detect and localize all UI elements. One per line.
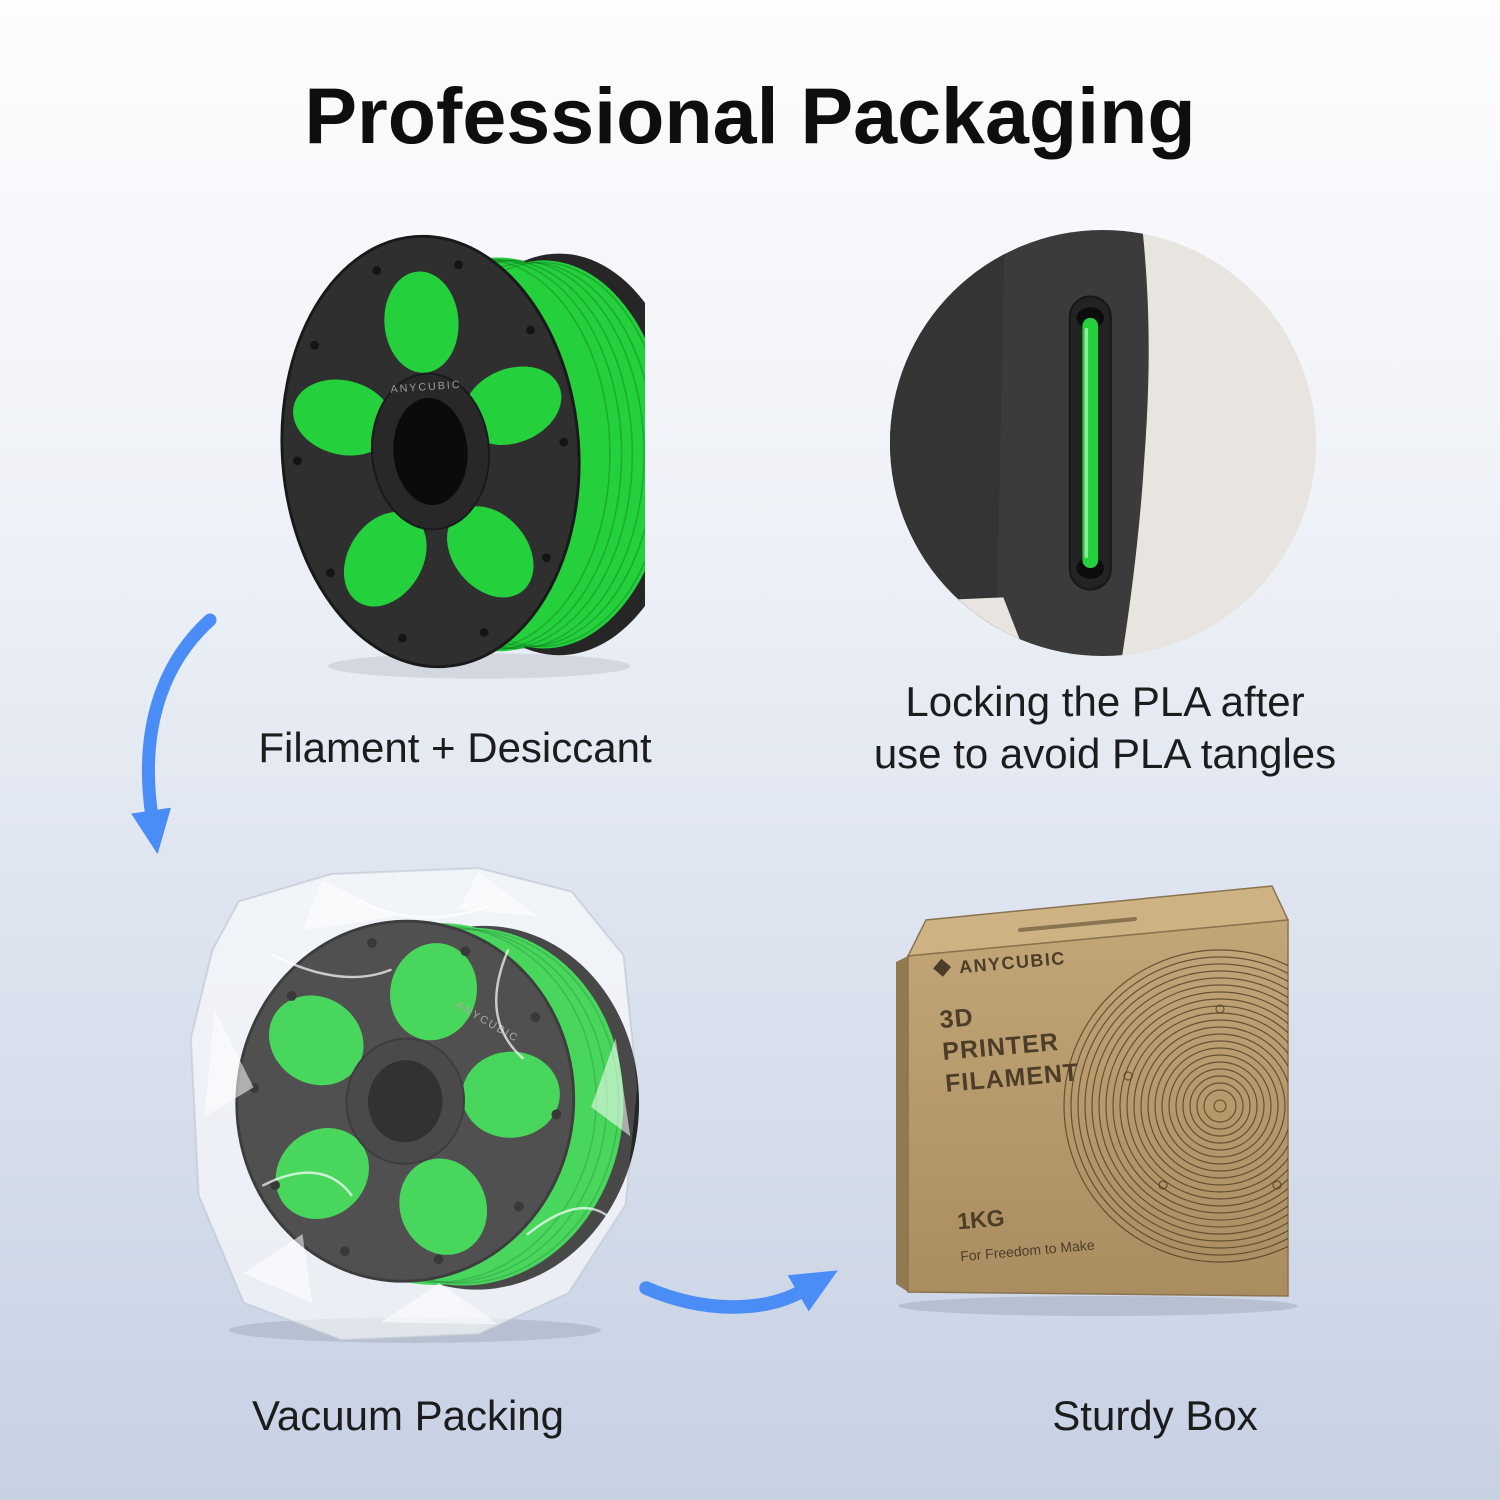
plastic-crinkles [262,900,608,1236]
flange-bolt-holes [292,260,569,643]
plastic-folds [204,872,631,1325]
pla-lock-closeup-image [888,228,1318,658]
sturdy-box-icon: ANYCUBIC 3D PRINTER FILAMENT 1KG For Fre… [896,885,1298,1316]
box-weight-text: 1KG [956,1204,1005,1234]
vacuum-packed-spool-image: ANYCUBIC [185,862,645,1347]
box-shadow [898,1296,1298,1316]
spool-center-hole [393,397,468,506]
vacuum-packed-spool-icon: ANYCUBIC [189,867,640,1343]
page-title: Professional Packaging [304,71,1196,160]
plastic-bag-front [190,868,638,1340]
caption-filament-desiccant: Filament + Desiccant [258,724,652,771]
filament-spool-icon: ANYCUBIC [280,234,645,679]
flange-edge-shade [889,229,1006,657]
box-product-line1: 3D [938,1003,974,1034]
caption-locking: Locking the PLA after use to avoid PLA t… [850,676,1360,780]
vacuum-spool: ANYCUBIC [235,919,640,1290]
box-left-edge [896,956,908,1292]
arrow-down-icon [131,613,217,855]
spool-front-flange: ANYCUBIC [280,234,581,669]
box-spool-graphic [1063,949,1288,1263]
vacuum-center-hole [368,1060,443,1143]
caption-locking-line2: use to avoid PLA tangles [873,730,1337,778]
pla-lock-closeup-icon [889,229,1317,657]
caption-sturdy-box: Sturdy Box [1052,1392,1258,1439]
caption-vacuum-packing: Vacuum Packing [251,1392,565,1439]
sturdy-box-image: ANYCUBIC 3D PRINTER FILAMENT 1KG For Fre… [880,878,1310,1318]
flange-cutouts [293,271,562,607]
vacuum-bolt-holes [249,938,562,1265]
spool-brand-text: ANYCUBIC [390,379,462,396]
caption-locking-line1: Locking the PLA after [905,678,1305,725]
anycubic-logo-icon [933,958,952,977]
box-handle-slot [1018,917,1137,932]
arrow-right-icon [639,1270,838,1314]
filament-spool-image: ANYCUBIC [255,222,645,681]
